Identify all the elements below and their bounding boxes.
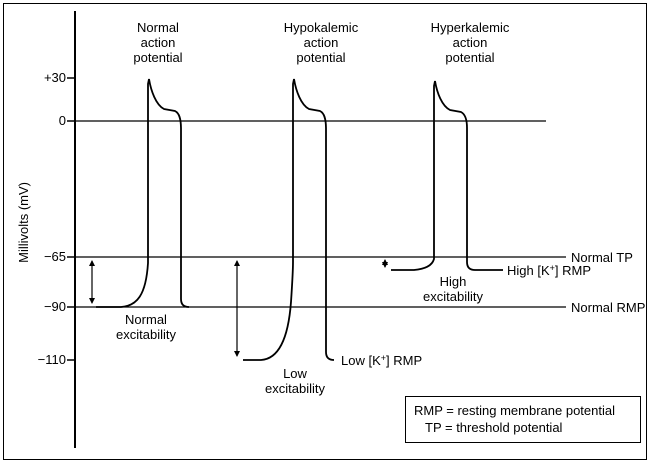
low-k-rmp-post: ] RMP bbox=[386, 353, 423, 368]
legend-box: RMP = resting membrane potential TP = th… bbox=[405, 396, 641, 443]
normal-action-potential-curve bbox=[96, 78, 190, 308]
tick-label-minus65: −65 bbox=[43, 249, 66, 264]
high-k-rmp-post: ] RMP bbox=[554, 263, 592, 278]
high-k-rmp-pre: High [K bbox=[507, 263, 550, 278]
high-excitability-label: High excitability bbox=[423, 274, 483, 304]
hypokalemic-action-potential-curve bbox=[243, 78, 335, 361]
low-k-rmp-label: Low [K+] RMP bbox=[341, 353, 422, 370]
tick-label-minus90: −90 bbox=[43, 299, 66, 314]
normal-excitability-label: Normal excitability bbox=[116, 312, 176, 342]
low-k-rmp-pre: Low [K bbox=[341, 353, 381, 368]
tick-label-plus30: +30 bbox=[43, 70, 66, 85]
tick-label-0: 0 bbox=[58, 113, 66, 128]
low-excitability-label: Low excitability bbox=[265, 366, 325, 396]
hypokalemic-ap-title: Hypokalemic action potential bbox=[283, 20, 359, 65]
low-k-rmp-sup: + bbox=[380, 353, 387, 363]
hyperkalemic-ap-title: Hyperkalemic action potential bbox=[430, 20, 510, 65]
normal-tp-label: Normal TP bbox=[571, 250, 633, 265]
high-k-rmp-sup: + bbox=[549, 263, 555, 273]
tick-label-minus110: −110 bbox=[37, 352, 66, 367]
normal-rmp-label: Normal RMP bbox=[571, 300, 646, 315]
legend-rmp-definition: RMP = resting membrane potential bbox=[414, 403, 615, 418]
normal-ap-title: Normal action potential bbox=[133, 20, 183, 65]
hyperkalemic-action-potential-curve bbox=[391, 80, 503, 271]
legend-tp-definition: TP = threshold potential bbox=[425, 420, 563, 435]
y-axis-tick-marks bbox=[67, 77, 75, 361]
high-k-rmp-label: High [K+] RMP bbox=[507, 263, 591, 280]
